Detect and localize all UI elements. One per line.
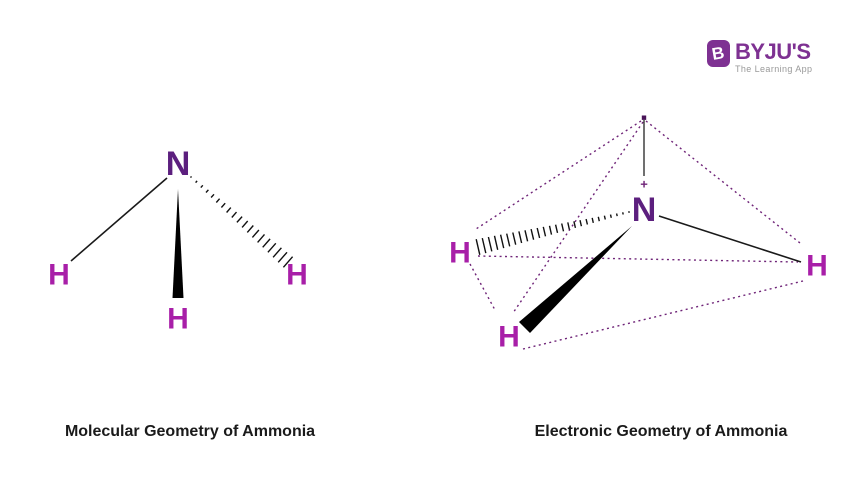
hash-mark <box>246 225 254 233</box>
hash-mark <box>567 222 571 230</box>
hash-mark <box>257 233 266 243</box>
hash-mark <box>609 214 612 218</box>
nitrogen-label: N <box>166 145 191 183</box>
hash-mark <box>226 207 232 213</box>
tetrahedron-edge-apex-left <box>475 120 642 230</box>
hash-mark <box>272 247 282 258</box>
electronic-geometry-diagram: + N H H H <box>449 115 828 354</box>
hash-mark <box>241 220 249 228</box>
nh-bond-plain <box>70 177 168 262</box>
tetrahedron-edge-apex-right <box>645 120 801 244</box>
hash-mark <box>267 242 277 253</box>
hash-mark <box>597 216 600 222</box>
molecular-geometry-diagram: N H H H <box>48 145 308 336</box>
byjus-tagline: The Learning App <box>735 64 813 74</box>
lone-pair-apex-dot <box>641 115 647 120</box>
tetrahedron-edge-apex-front <box>512 121 644 314</box>
hash-mark <box>251 229 260 238</box>
hash-mark <box>573 221 577 229</box>
hash-mark <box>536 227 541 239</box>
byjus-logo: B BYJU'S The Learning App <box>707 40 812 74</box>
hydrogen-label-bottom: H <box>167 303 189 336</box>
hash-mark <box>542 226 547 237</box>
hash-mark <box>200 184 204 189</box>
nitrogen-label: N <box>632 191 657 229</box>
hash-mark <box>579 220 583 227</box>
hash-mark <box>277 251 288 263</box>
caption-molecular-geometry: Molecular Geometry of Ammonia <box>64 423 316 440</box>
hash-mark <box>475 239 481 255</box>
tetrahedron-edge-left-right <box>477 255 799 263</box>
hydrogen-label-right: H <box>806 250 828 283</box>
nh-bond-solid-wedge <box>172 189 184 298</box>
hash-mark <box>603 215 606 220</box>
hash-mark <box>189 175 193 179</box>
hash-mark <box>262 238 271 248</box>
byjus-badge-icon: B <box>707 40 730 67</box>
hash-mark <box>518 231 523 244</box>
hydrogen-label-left: H <box>48 259 70 292</box>
hash-mark <box>554 224 559 234</box>
hash-mark <box>282 256 294 268</box>
hash-mark <box>506 233 511 247</box>
byjus-badge-letter: B <box>710 43 727 64</box>
hash-mark <box>220 202 226 208</box>
hash-mark <box>487 236 493 252</box>
hydrogen-label-right: H <box>286 259 308 292</box>
hash-mark <box>615 213 618 217</box>
hash-mark <box>561 223 565 232</box>
hash-mark <box>210 193 215 198</box>
hash-mark <box>195 180 198 184</box>
tetrahedron-edge-left-front <box>469 263 496 311</box>
hash-mark <box>205 189 209 193</box>
nh-bond-solid-wedge <box>519 226 632 333</box>
nh-bond-hashed-wedge <box>475 211 630 255</box>
nh-bond-hashed-wedge <box>189 175 294 268</box>
hash-mark <box>591 217 594 224</box>
hash-mark <box>512 232 517 245</box>
hash-mark <box>622 212 624 215</box>
nh-bond-plain <box>658 215 802 263</box>
hash-mark <box>231 211 238 218</box>
hash-mark <box>524 230 529 242</box>
hash-mark <box>215 198 221 203</box>
hydrogen-label-bottom: H <box>498 321 520 354</box>
hash-mark <box>585 218 589 225</box>
hash-mark <box>236 216 243 223</box>
byjus-brand-text: BYJU'S <box>735 39 811 64</box>
hash-mark <box>499 234 505 249</box>
caption-electronic-geometry: Electronic Geometry of Ammonia <box>534 423 788 440</box>
hash-mark <box>530 228 535 240</box>
hash-mark <box>493 235 499 250</box>
lone-pair-marker: + <box>640 177 648 192</box>
hydrogen-label-left: H <box>449 237 471 270</box>
hash-mark <box>481 237 487 254</box>
hash-mark <box>548 225 553 235</box>
